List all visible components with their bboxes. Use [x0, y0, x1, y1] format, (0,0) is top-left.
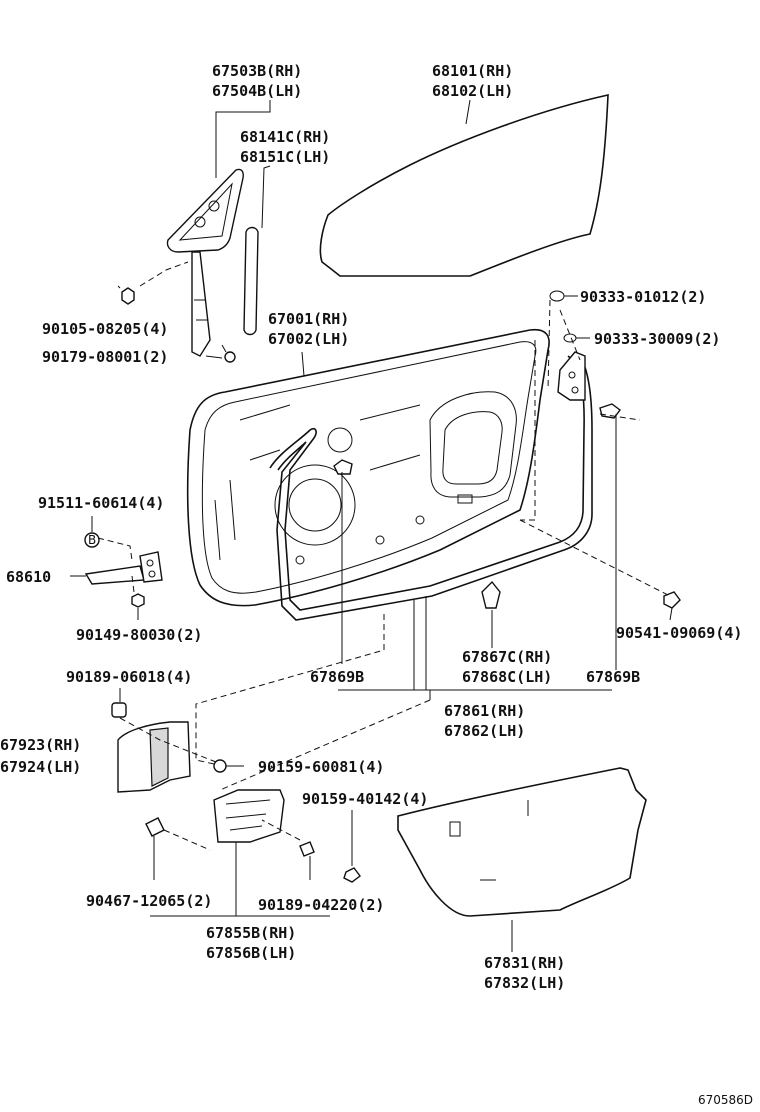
clip-90189-04220	[299, 841, 315, 857]
label-67924: 67924(LH)	[0, 758, 81, 776]
label-68101: 68101(RH)	[432, 62, 513, 80]
nut-90179	[221, 344, 236, 363]
label-67856b: 67856B(LH)	[206, 944, 296, 962]
screw-90159-40142	[343, 867, 361, 883]
grommet-90333-30009	[563, 333, 577, 343]
label-90333-01012: 90333-01012(2)	[580, 288, 706, 306]
label-90189-06018: 90189-06018(4)	[66, 668, 192, 686]
weatherstrip-part	[269, 355, 593, 621]
leader-lines	[70, 99, 673, 952]
label-90189-04220: 90189-04220(2)	[258, 896, 384, 914]
label-67855b: 67855B(RH)	[206, 924, 296, 942]
label-67002: 67002(LH)	[268, 330, 349, 348]
bolt-90149	[131, 593, 145, 608]
hinge-part	[557, 351, 621, 419]
diagram-id: 670586D	[698, 1093, 753, 1107]
clip-67867	[481, 580, 501, 609]
screw-90541	[663, 591, 681, 609]
door-check-part	[84, 551, 163, 585]
label-67503b: 67503B(RH)	[212, 62, 302, 80]
quarter-window-part	[166, 168, 244, 357]
label-67831: 67831(RH)	[484, 954, 565, 972]
label-68141c: 68141C(RH)	[240, 128, 330, 146]
run-channel-part	[243, 226, 259, 336]
label-90179: 90179-08001(2)	[42, 348, 168, 366]
label-68151c: 68151C(LH)	[240, 148, 330, 166]
label-67861: 67861(RH)	[444, 702, 525, 720]
label-67832: 67832(LH)	[484, 974, 565, 992]
bolt-91511	[84, 532, 100, 548]
label-67869b-left: 67869B	[310, 668, 364, 686]
label-68102: 68102(LH)	[432, 82, 513, 100]
clip-90189-06018	[111, 702, 127, 718]
label-90541: 90541-09069(4)	[616, 624, 742, 642]
label-67001: 67001(RH)	[268, 310, 349, 328]
door-glass-part	[319, 93, 609, 277]
door-trim-panel-part	[397, 767, 647, 917]
label-90467: 90467-12065(2)	[86, 892, 212, 910]
grommet-90333-01012	[549, 290, 565, 302]
clip-90467	[145, 817, 165, 837]
label-90333-30009: 90333-30009(2)	[594, 330, 720, 348]
label-90105: 90105-08205(4)	[42, 320, 168, 338]
label-67868c: 67868C(LH)	[462, 668, 552, 686]
label-67504b: 67504B(LH)	[212, 82, 302, 100]
label-90159-40142: 90159-40142(4)	[302, 790, 428, 808]
door-lock-part	[213, 789, 285, 843]
label-67869b-right: 67869B	[586, 668, 640, 686]
door-frame-part	[186, 328, 550, 607]
label-67862: 67862(LH)	[444, 722, 525, 740]
label-67923: 67923(RH)	[0, 736, 81, 754]
label-91511: 91511-60614(4)	[38, 494, 164, 512]
label-68610: 68610	[6, 568, 51, 586]
bolt-90105	[117, 285, 135, 305]
label-67867c: 67867C(RH)	[462, 648, 552, 666]
label-90149: 90149-80030(2)	[76, 626, 202, 644]
label-90159-60081: 90159-60081(4)	[258, 758, 384, 776]
clip-part	[333, 459, 353, 475]
bolt-91511-mark: B	[88, 533, 96, 547]
inside-handle-part	[117, 721, 191, 793]
